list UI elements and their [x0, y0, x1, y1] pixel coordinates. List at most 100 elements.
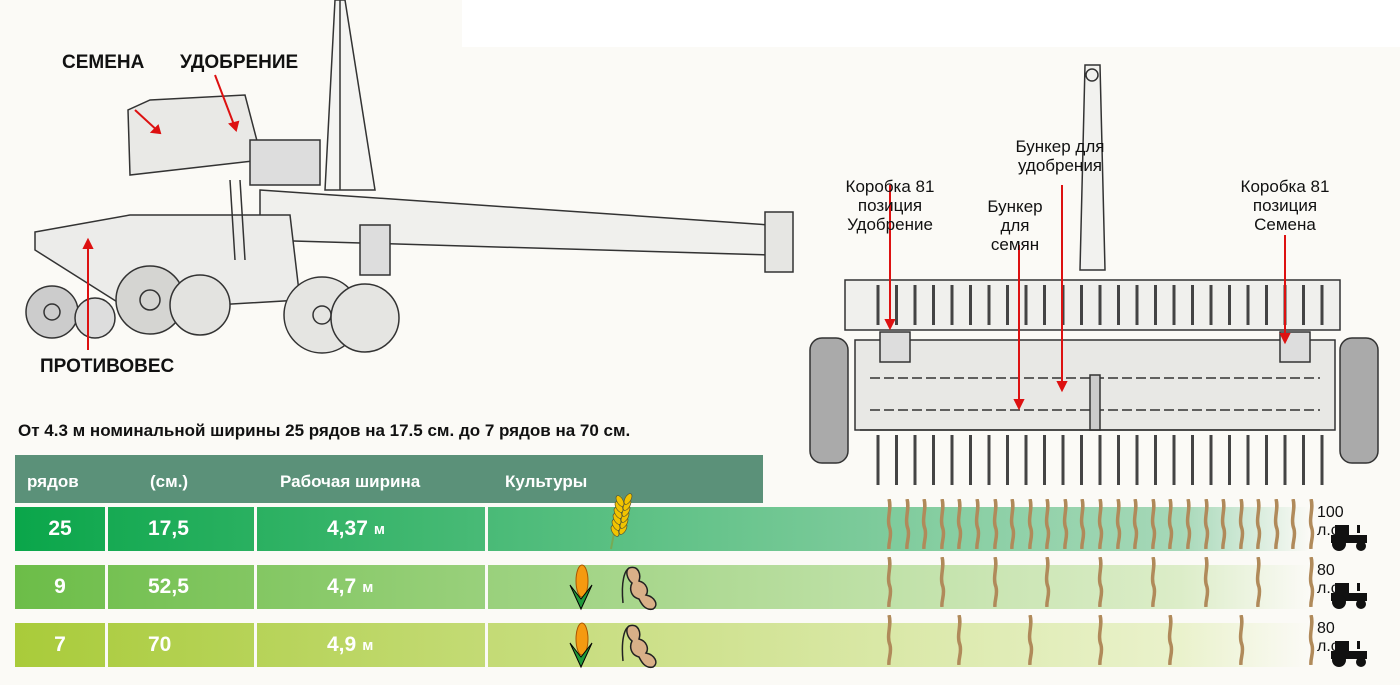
text-line: Семена	[1254, 215, 1316, 234]
label-counterweight: ПРОТИВОВЕС	[40, 356, 175, 377]
cell-spacing: 52,5	[108, 565, 257, 609]
tractor-icon	[1327, 525, 1371, 556]
plant-stalk	[1237, 498, 1245, 554]
cell-spacing: 17,5	[108, 507, 257, 551]
plant-stalk	[1043, 556, 1051, 612]
text-line: Коробка 81	[1240, 177, 1330, 196]
cell-rows: 7	[15, 623, 108, 667]
header-width: Рабочая ширина	[280, 472, 421, 491]
plant-stalk	[1307, 556, 1315, 612]
plant-stalk	[1026, 498, 1034, 554]
plant-stalk	[955, 614, 963, 670]
cell-spacing: 70	[108, 623, 257, 667]
header-rows: рядов	[27, 472, 79, 491]
bean-icon	[619, 563, 659, 619]
cell-width: 4,37 м	[257, 507, 488, 551]
text-line: позиция	[857, 196, 923, 215]
cell-width: 4,9 м	[257, 623, 488, 667]
cell-crops	[488, 493, 788, 551]
width-value: 4,7	[327, 575, 357, 598]
side-view-seeder-drawing	[25, 0, 794, 354]
plant-stalk	[955, 498, 963, 554]
plant-stalk	[1289, 498, 1297, 554]
plant-stalk	[903, 498, 911, 554]
text-line: позиция	[1252, 196, 1318, 215]
plant-stalk	[938, 556, 946, 612]
width-unit: м	[362, 636, 374, 654]
plant-stalk	[920, 498, 928, 554]
plant-stalk	[885, 614, 893, 670]
plant-stalk	[885, 498, 893, 554]
plant-stalk	[1307, 498, 1315, 554]
rows-value: 9	[54, 575, 66, 598]
plant-stalk	[1307, 614, 1315, 670]
wheat-icon	[603, 491, 633, 557]
label-seeds: СЕМЕНА	[62, 52, 145, 73]
plant-stalk	[1166, 498, 1174, 554]
plant-stalk	[1061, 498, 1069, 554]
cell-rows: 9	[15, 565, 108, 609]
plant-stalk	[1149, 556, 1157, 612]
plant-stalk	[1078, 498, 1086, 554]
plant-stalk	[1254, 498, 1262, 554]
plant-stalk	[1096, 556, 1104, 612]
width-unit: м	[373, 520, 385, 538]
spacing-value: 70	[148, 633, 172, 656]
plant-stalk	[1043, 498, 1051, 554]
text-line: семян	[990, 235, 1040, 254]
rows-value: 25	[48, 517, 72, 540]
width-value: 4,9	[327, 633, 357, 656]
corn-icon	[568, 563, 594, 619]
plant-stalk	[1184, 498, 1192, 554]
text-line: Удобрение	[847, 215, 933, 234]
text-line: Бункер для	[1015, 137, 1105, 156]
tractor-icon	[1327, 641, 1371, 672]
cell-rows: 25	[15, 507, 108, 551]
corn-icon	[568, 621, 594, 677]
plant-stalk	[1166, 614, 1174, 670]
rows-value: 7	[54, 633, 66, 656]
spacing-value: 17,5	[148, 517, 189, 540]
plant-stalk	[1202, 498, 1210, 554]
plant-stalk	[1026, 614, 1034, 670]
white-band	[462, 0, 1400, 47]
caption: От 4.3 м номинальной ширины 25 рядов на …	[18, 421, 631, 440]
table-header: рядов (см.) Рабочая ширина Культуры	[15, 455, 763, 503]
plant-stalk	[1131, 498, 1139, 554]
plant-stalk	[1272, 498, 1280, 554]
top-view-seeder-drawing	[809, 64, 1379, 485]
label-gearbox-fertilizer: Коробка 81 позиция Удобрение	[825, 177, 955, 234]
label-seed-hopper: Бункер для семян	[965, 197, 1065, 254]
tractor-icon	[1327, 583, 1371, 614]
label-gearbox-seeds: Коробка 81 позиция Семена	[1220, 177, 1350, 234]
text-line: для	[1000, 216, 1030, 235]
text-line: удобрения	[1017, 156, 1103, 175]
label-fertilizer-hopper: Бункер для удобрения	[990, 137, 1130, 175]
plant-stalk	[885, 556, 893, 612]
plant-stalk	[1149, 498, 1157, 554]
plant-stalk	[1254, 556, 1262, 612]
plant-stalk	[1096, 498, 1104, 554]
plant-stalk	[938, 498, 946, 554]
header-crops: Культуры	[505, 472, 588, 491]
plant-stalk	[1219, 498, 1227, 554]
header-spacing: (см.)	[150, 472, 189, 491]
plant-stalk	[1114, 498, 1122, 554]
spacing-value: 52,5	[148, 575, 189, 598]
plant-stalk	[1008, 498, 1016, 554]
cell-crops	[488, 564, 788, 611]
width-value: 4,37	[327, 517, 368, 540]
plant-stalk	[1096, 614, 1104, 670]
plant-stalk	[991, 556, 999, 612]
label-fertilizer: УДОБРЕНИЕ	[180, 52, 299, 73]
bean-icon	[619, 621, 659, 677]
text-line: Коробка 81	[845, 177, 935, 196]
plant-stalk	[973, 498, 981, 554]
text-line: Бункер	[987, 197, 1043, 216]
cell-crops	[488, 622, 788, 669]
plant-stalk	[991, 498, 999, 554]
